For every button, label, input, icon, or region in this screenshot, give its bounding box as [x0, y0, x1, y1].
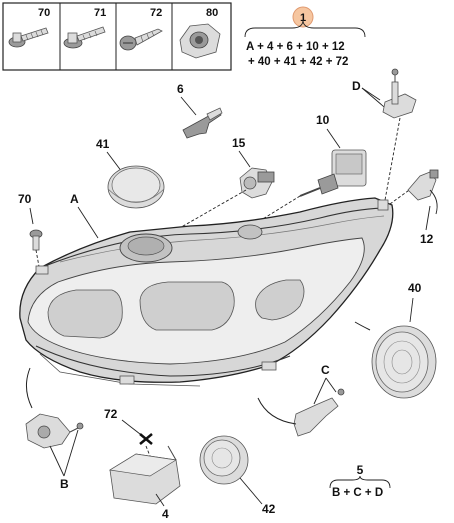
callout-4: 4 [162, 507, 169, 521]
callout-b: B [60, 477, 69, 491]
callout-a: A [70, 192, 79, 206]
kit-1: 1 A + 4 + 6 + 10 + 12 + 40 + 41 + 42 + 7… [244, 6, 366, 68]
headlamp-housing [19, 197, 394, 387]
kit5-label: 5 [357, 463, 364, 477]
callout-10: 10 [316, 113, 330, 127]
nut-clip-icon [179, 23, 221, 59]
callout-6: 6 [177, 82, 184, 96]
callout-d: D [352, 79, 361, 93]
kit5-formula: B + C + D [332, 487, 383, 499]
callout-70: 70 [18, 192, 32, 206]
part-70: 70 [18, 192, 43, 273]
screw-flange-icon [8, 27, 49, 48]
callout-42: 42 [262, 502, 276, 516]
part-41: 41 [96, 137, 165, 209]
screw-washer-icon [63, 26, 106, 49]
part-40: 40 [354, 281, 437, 399]
fastener-label-71: 71 [94, 7, 106, 19]
part-d: D [352, 68, 417, 201]
kit-badge [292, 6, 314, 28]
part-72: 72 [104, 407, 153, 457]
callout-72: 72 [104, 407, 118, 421]
part-10: 10 [244, 113, 367, 231]
part-6: 6 [177, 82, 223, 139]
fastener-label-70: 70 [38, 7, 50, 19]
part-c: C [257, 363, 345, 437]
part-b: B [25, 367, 84, 491]
callout-15: 15 [232, 136, 246, 150]
fasteners-box: 70 71 72 80 [2, 2, 232, 71]
callout-40: 40 [408, 281, 422, 295]
fastener-label-72: 72 [150, 7, 162, 19]
callout-12: 12 [420, 232, 434, 246]
fastener-label-80: 80 [206, 7, 218, 19]
part-12: 12 [389, 169, 439, 246]
callout-c: C [321, 363, 330, 377]
callout-41: 41 [96, 137, 110, 151]
kit-formula-line1: A + 4 + 6 + 10 + 12 [246, 41, 345, 53]
part-42: 42 [199, 435, 276, 516]
kit-badge-label: 1 [300, 12, 306, 24]
screw-tapping-icon [119, 28, 163, 51]
kit-formula-line2: + 40 + 41 + 42 + 72 [248, 56, 348, 68]
kit-5: 5 B + C + D [329, 463, 391, 499]
part-4: 4 [109, 445, 181, 521]
